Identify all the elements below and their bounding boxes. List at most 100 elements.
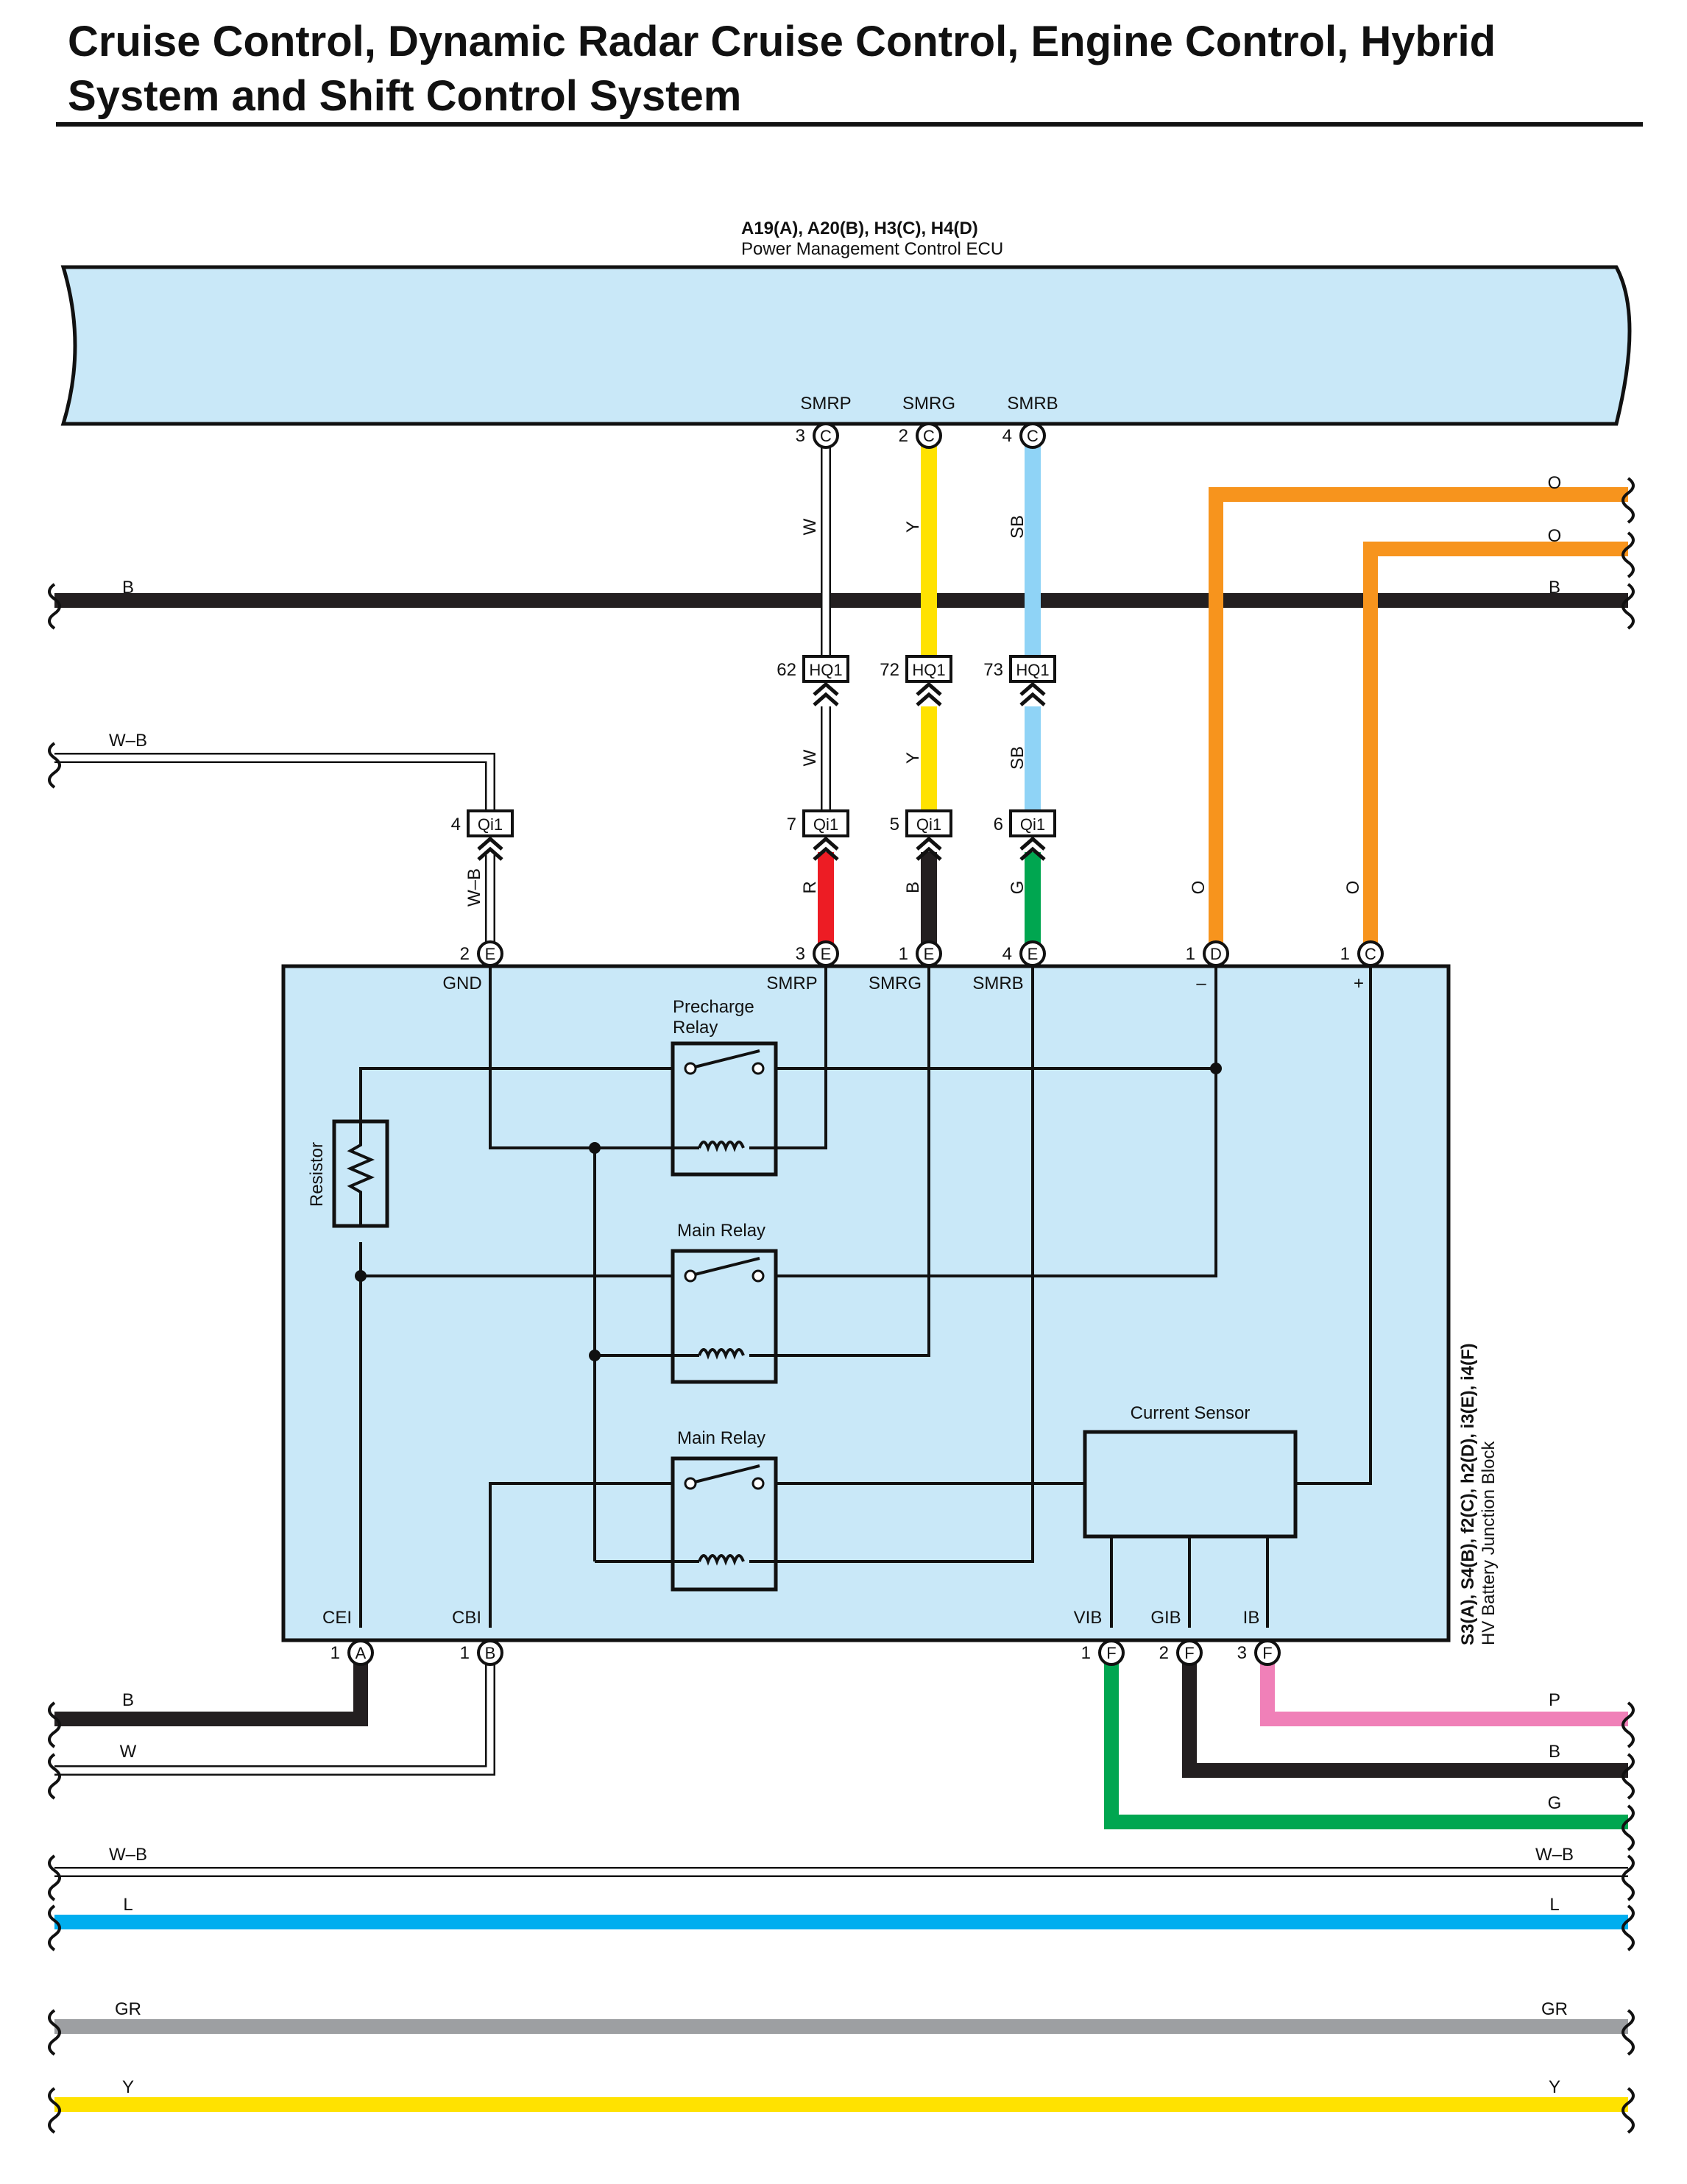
wire-label-wb-left-upper: W–B bbox=[109, 731, 147, 751]
ecu-pin-smrb-num: 4 bbox=[1002, 426, 1012, 446]
qi1-6-name: Qi1 bbox=[1020, 815, 1045, 834]
wire-label-l-bus-left: L bbox=[123, 1895, 132, 1915]
wire-label-y-bus-left: Y bbox=[122, 2077, 134, 2097]
wire-label-y-bus-right: Y bbox=[1549, 2077, 1560, 2097]
jb-top-pin-minus-conn: D bbox=[1210, 945, 1222, 963]
wire-label-gnd-lower: W–B bbox=[464, 868, 484, 907]
jb-bottom-pin-cbi-conn: B bbox=[485, 1644, 496, 1662]
ecu-pin-smrp-conn: C bbox=[820, 427, 832, 445]
wire-label-minus-vert: O bbox=[1189, 881, 1209, 895]
jb-top-pin-gnd-num: 2 bbox=[460, 944, 470, 964]
jb-top-pin-smrb-label: SMRB bbox=[972, 974, 1023, 993]
ecu-body bbox=[60, 265, 1632, 426]
main-relay-2-label: Main Relay bbox=[677, 1428, 765, 1448]
resistor-label: Resistor bbox=[307, 1142, 327, 1207]
junction-dots bbox=[355, 1063, 1222, 1361]
jb-top-pin-smrp-num: 3 bbox=[796, 944, 805, 964]
current-sensor-label: Current Sensor bbox=[1131, 1403, 1251, 1423]
wire-label-cei-left: B bbox=[122, 1690, 134, 1710]
ecu-pin-smrp-num: 3 bbox=[796, 426, 805, 446]
hq1-62-num: 62 bbox=[777, 660, 796, 680]
wire-label-g-right: G bbox=[1548, 1793, 1562, 1813]
wire-label-b-bus-right: B bbox=[1549, 578, 1560, 598]
wire-label-smrb-lower: G bbox=[1008, 881, 1028, 895]
jb-bottom-pin-vib-conn: F bbox=[1106, 1644, 1116, 1662]
precharge-relay-label-2: Relay bbox=[673, 1018, 718, 1038]
main-relay-1 bbox=[671, 1249, 778, 1384]
ecu-pins bbox=[813, 422, 1046, 449]
jb-bottom-pins bbox=[347, 1639, 1281, 1666]
wire-label-smrg-lower: B bbox=[903, 882, 923, 893]
hq1-73-name: HQ1 bbox=[1016, 661, 1049, 679]
wire-label-smrb-mid: SB bbox=[1008, 746, 1028, 770]
cbi-wire-white bbox=[54, 1653, 494, 1774]
wire-label-gr-bus-left: GR bbox=[115, 1999, 141, 2019]
wire-label-o-right-2: O bbox=[1548, 526, 1562, 546]
wire-label-l-bus-right: L bbox=[1549, 1895, 1559, 1915]
gib-wire-black bbox=[1182, 1653, 1628, 1778]
jb-top-pin-gnd-conn: E bbox=[485, 945, 496, 963]
jb-bottom-pin-cei-conn: A bbox=[356, 1644, 367, 1662]
jb-top-pins bbox=[477, 940, 1384, 967]
jb-bottom-pin-vib-num: 1 bbox=[1081, 1643, 1091, 1663]
ecu-pin-smrb-label: SMRB bbox=[1007, 394, 1058, 414]
qi1-7-name: Qi1 bbox=[813, 815, 838, 834]
jb-top-pin-plus-label: + bbox=[1354, 974, 1364, 993]
jb-bottom-pin-gib-label: GIB bbox=[1150, 1608, 1181, 1628]
jb-bottom-pin-ib-conn: F bbox=[1262, 1644, 1272, 1662]
jb-top-pin-smrg-num: 1 bbox=[899, 944, 908, 964]
current-sensor bbox=[1083, 1430, 1298, 1539]
jb-top-pin-minus-num: 1 bbox=[1186, 944, 1195, 964]
wire-label-b-bus-left: B bbox=[122, 578, 134, 598]
precharge-relay bbox=[671, 1041, 778, 1177]
jb-top-pin-smrp-conn: E bbox=[821, 945, 832, 963]
vib-wire-green bbox=[1104, 1653, 1628, 1829]
hq1-62-name: HQ1 bbox=[809, 661, 842, 679]
jb-bottom-pin-gib-num: 2 bbox=[1159, 1643, 1169, 1663]
plus-wire-orange bbox=[1363, 542, 1628, 943]
wire-label-wb-bus-left: W–B bbox=[109, 1845, 147, 1865]
wire-label-b-right: B bbox=[1549, 1742, 1560, 1762]
page-title: Cruise Control, Dynamic Radar Cruise Con… bbox=[68, 18, 1496, 120]
wire-label-smrg-mid: Y bbox=[903, 752, 923, 764]
resistor bbox=[332, 1119, 389, 1228]
wire-label-smrg-upper: Y bbox=[903, 521, 923, 533]
qi1-5-name: Qi1 bbox=[916, 815, 941, 834]
ecu-pin-smrb-conn: C bbox=[1027, 427, 1039, 445]
ecu-pin-smrg-conn: C bbox=[923, 427, 935, 445]
wire-label-gr-bus-right: GR bbox=[1541, 1999, 1568, 2019]
hq1-connectors bbox=[802, 655, 1056, 706]
jb-top-pin-smrb-conn: E bbox=[1028, 945, 1039, 963]
jb-bottom-pin-ib-label: IB bbox=[1243, 1608, 1260, 1628]
wire-label-smrp-lower: R bbox=[800, 881, 820, 893]
jb-top-pin-smrg-label: SMRG bbox=[869, 974, 922, 993]
hq1-73-num: 73 bbox=[983, 660, 1003, 680]
qi1-connectors bbox=[467, 809, 1056, 861]
minus-wire-orange bbox=[1209, 487, 1628, 943]
ecu-pin-smrg-label: SMRG bbox=[902, 394, 955, 414]
cei-wire-black bbox=[54, 1653, 368, 1726]
wire-label-o-right-1: O bbox=[1548, 473, 1562, 493]
wire-label-smrp-mid: W bbox=[800, 749, 820, 766]
main-relay-1-label: Main Relay bbox=[677, 1221, 765, 1241]
jb-top-pin-smrp-label: SMRP bbox=[766, 974, 817, 993]
wb-wire-white bbox=[54, 754, 494, 811]
jb-top-pin-plus-conn: C bbox=[1365, 945, 1376, 963]
jb-top-pin-minus-label: – bbox=[1196, 974, 1206, 993]
precharge-relay-label-1: Precharge bbox=[673, 997, 754, 1017]
jb-bottom-pin-cbi-num: 1 bbox=[460, 1643, 470, 1663]
wire-label-smrb-upper: SB bbox=[1008, 515, 1028, 539]
wire-label-cbi-left: W bbox=[120, 1742, 137, 1762]
jb-bottom-pin-ib-num: 3 bbox=[1237, 1643, 1247, 1663]
ecu-pin-smrp-label: SMRP bbox=[800, 394, 851, 414]
wire-label-smrp-upper: W bbox=[800, 518, 820, 535]
qi1-4-name: Qi1 bbox=[478, 815, 503, 834]
ecu-name-label: Power Management Control ECU bbox=[741, 239, 1003, 259]
qi1-4-num: 4 bbox=[451, 815, 461, 834]
ib-wire-pink bbox=[1260, 1653, 1628, 1726]
ecu-connectors-label: A19(A), A20(B), H3(C), H4(D) bbox=[741, 219, 978, 238]
jb-top-pin-smrg-conn: E bbox=[924, 945, 935, 963]
jb-top-pin-gnd-label: GND bbox=[442, 974, 481, 993]
jb-bottom-pin-vib-label: VIB bbox=[1074, 1608, 1103, 1628]
